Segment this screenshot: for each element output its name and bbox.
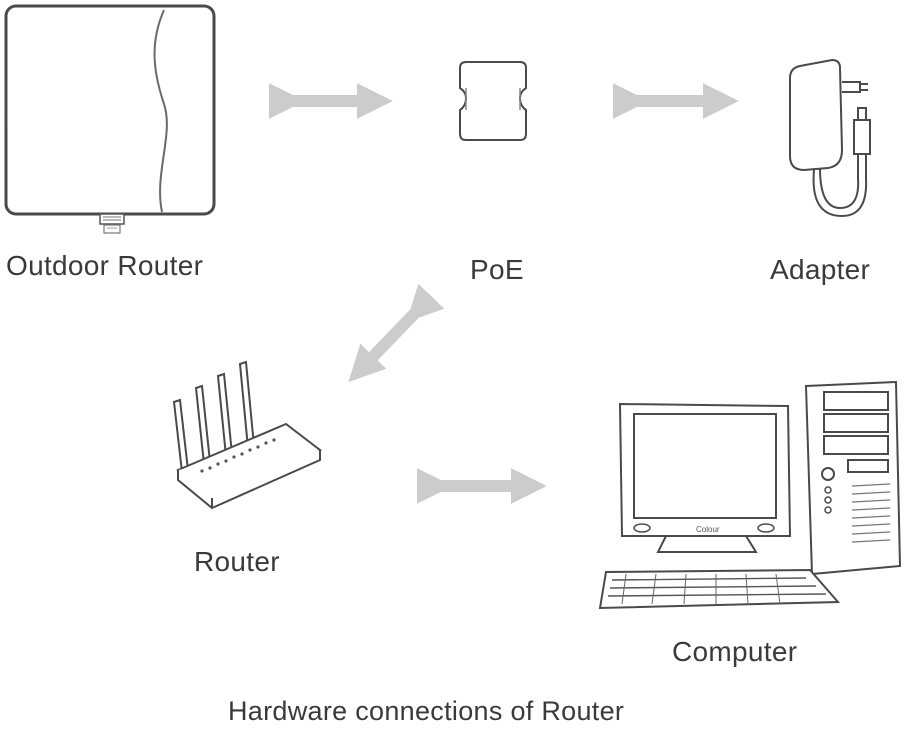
outdoor-router-icon bbox=[4, 4, 216, 234]
poe-injector-icon bbox=[459, 61, 527, 141]
arrow-poe-router bbox=[348, 283, 445, 383]
monitor-brand: Colour bbox=[696, 525, 720, 534]
label-computer: Computer bbox=[672, 636, 798, 667]
label-router: Router bbox=[194, 546, 280, 577]
wireless-router-icon bbox=[172, 360, 322, 510]
power-adapter-icon bbox=[789, 58, 871, 218]
desktop-computer-icon: Colour bbox=[598, 380, 902, 610]
label-poe: PoE bbox=[470, 254, 524, 285]
diagram-caption: Hardware connections of Router bbox=[228, 696, 625, 726]
label-outdoor-router: Outdoor Router bbox=[6, 250, 204, 281]
label-adapter: Adapter bbox=[770, 254, 871, 285]
